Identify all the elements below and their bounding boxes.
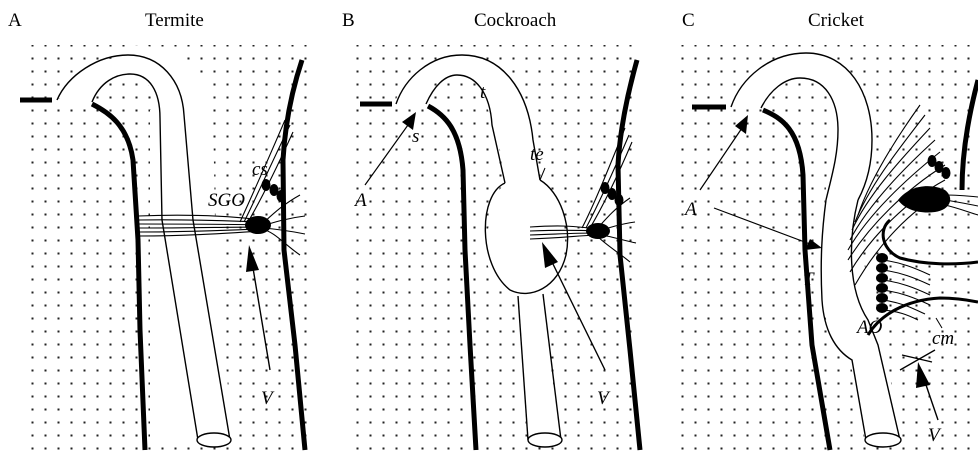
sgo-ganglion — [245, 216, 271, 234]
panel-title-cockroach: Cockroach — [474, 10, 557, 31]
label-cockroach-a: A — [353, 190, 367, 211]
label-cm: cm — [932, 328, 954, 349]
panel-cricket — [680, 45, 978, 450]
panel-title-cricket: Cricket — [808, 10, 865, 31]
label-te: te — [530, 144, 544, 165]
panel-title-termite: Termite — [145, 10, 204, 31]
label-ao: AO — [855, 317, 883, 338]
label-cricket-t: T — [803, 269, 815, 290]
label-cricket-a: A — [683, 199, 697, 220]
panel-letter-b: B — [342, 10, 355, 31]
aorta-cut-end — [865, 433, 901, 447]
label-cs: cs — [252, 159, 268, 180]
panel-letter-a: A — [8, 10, 22, 31]
label-sgo: SGO — [208, 190, 245, 211]
label-s: s — [412, 126, 419, 147]
ganglion — [586, 223, 610, 239]
aorta-cut-end — [197, 433, 231, 447]
aorta-fill-3 — [150, 110, 208, 440]
panel-letter-c: C — [682, 10, 695, 31]
label-t: t — [480, 82, 486, 103]
aorta-cut-end — [528, 433, 562, 447]
